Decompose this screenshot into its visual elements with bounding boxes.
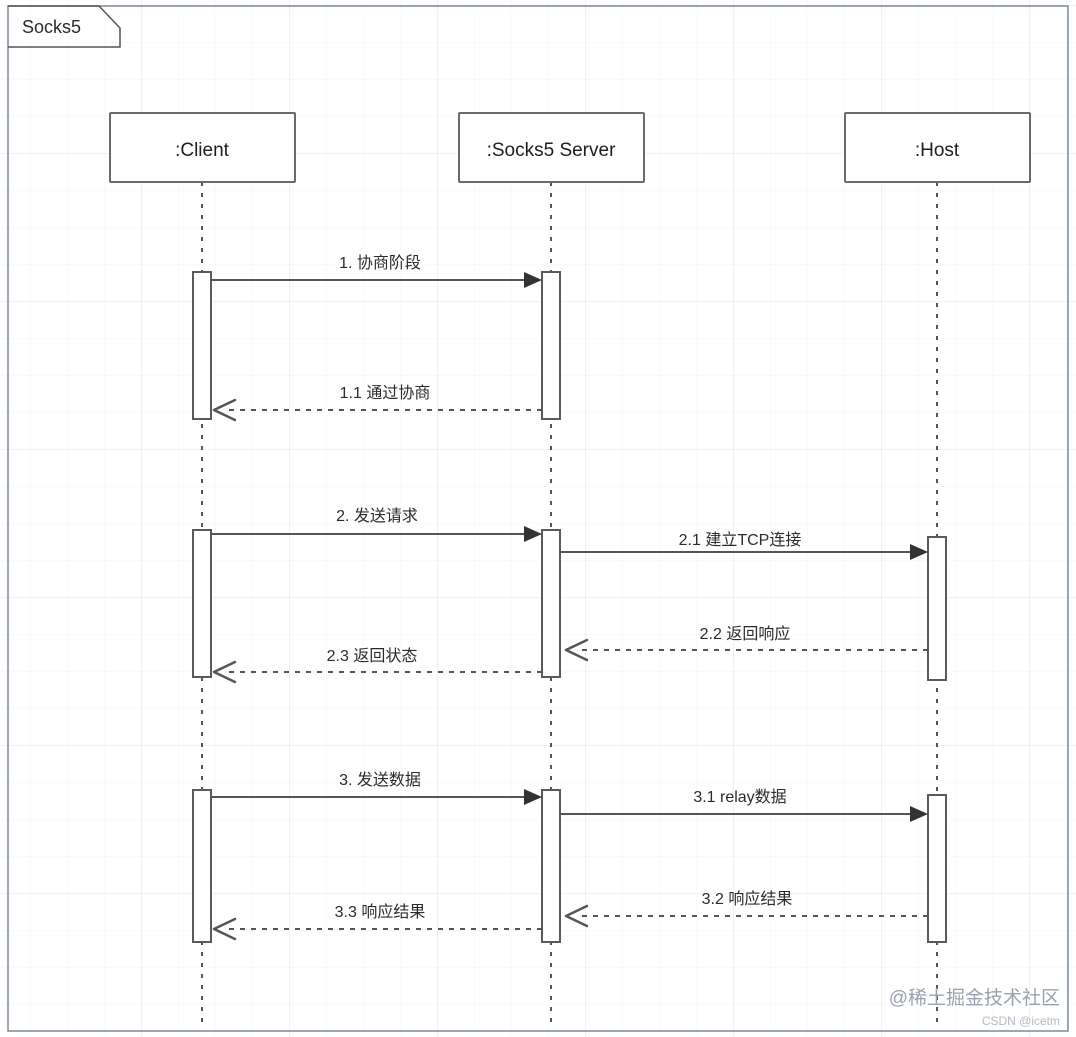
message-2-1-arrowhead-filled-icon bbox=[910, 544, 928, 560]
participant-box-client[interactable] bbox=[109, 112, 296, 183]
message-3-2[interactable]: 3.2 响应结果 bbox=[564, 889, 928, 928]
message-2-2-arrowhead-open-icon bbox=[564, 638, 589, 662]
frame-border bbox=[7, 5, 1069, 1032]
activation-client-1[interactable] bbox=[192, 271, 212, 420]
message-3-1-arrowhead-filled-icon bbox=[910, 806, 928, 822]
activation-client-2[interactable] bbox=[192, 529, 212, 678]
message-3-3-arrowhead-open-icon bbox=[212, 917, 237, 941]
activation-server-1[interactable] bbox=[541, 271, 561, 420]
diagram-frame: Socks5 bbox=[7, 5, 1069, 1032]
frame-label-text: Socks5 bbox=[22, 17, 81, 37]
message-2-arrowhead-filled-icon bbox=[524, 526, 542, 542]
message-3-2-arrowhead-open-icon bbox=[564, 904, 589, 928]
message-2[interactable]: 2. 发送请求 bbox=[211, 507, 542, 542]
frame-label-tab bbox=[8, 5, 121, 48]
message-2-2-label: 2.2 返回响应 bbox=[700, 624, 791, 643]
message-2-3[interactable]: 2.3 返回状态 bbox=[212, 647, 542, 684]
message-2-3-label: 2.3 返回状态 bbox=[327, 647, 418, 665]
participant-box-host[interactable] bbox=[844, 112, 1031, 183]
message-2-2[interactable]: 2.2 返回响应 bbox=[564, 624, 928, 662]
message-3-3[interactable]: 3.3 响应结果 bbox=[212, 902, 542, 941]
message-3-3-label: 3.3 响应结果 bbox=[335, 902, 426, 921]
message-3-2-label: 3.2 响应结果 bbox=[702, 889, 793, 908]
message-3-arrowhead-filled-icon bbox=[524, 789, 542, 805]
message-2-3-arrowhead-open-icon bbox=[212, 660, 237, 684]
activation-host-1[interactable] bbox=[927, 536, 947, 681]
participant-label-host: :Host bbox=[915, 140, 960, 161]
activation-host-2[interactable] bbox=[927, 794, 947, 943]
activation-client-3[interactable] bbox=[192, 789, 212, 943]
message-1-1-arrowhead-open-icon bbox=[212, 398, 237, 422]
activation-server-3[interactable] bbox=[541, 789, 561, 943]
message-3-label: 3. 发送数据 bbox=[339, 771, 421, 789]
activation-bars bbox=[192, 271, 947, 943]
message-1-label: 1. 协商阶段 bbox=[339, 254, 421, 272]
message-1[interactable]: 1. 协商阶段 bbox=[211, 254, 542, 288]
message-2-1-label: 2.1 建立TCP连接 bbox=[679, 531, 802, 549]
message-1-1-label: 1.1 通过协商 bbox=[340, 384, 431, 402]
message-3-1-label: 3.1 relay数据 bbox=[693, 788, 786, 806]
message-2-1[interactable]: 2.1 建立TCP连接 bbox=[560, 531, 928, 560]
watermark-primary: @稀土掘金技术社区 bbox=[889, 987, 1060, 1009]
watermark-secondary: CSDN @icetm bbox=[982, 1014, 1060, 1028]
message-1-1[interactable]: 1.1 通过协商 bbox=[212, 384, 542, 422]
message-1-arrowhead-filled-icon bbox=[524, 272, 542, 288]
participant-label-client: :Client bbox=[175, 140, 230, 161]
participant-server[interactable]: :Socks5 Server bbox=[458, 112, 645, 183]
participant-box-server[interactable] bbox=[458, 112, 645, 183]
lifelines bbox=[201, 182, 938, 1022]
participant-label-server: :Socks5 Server bbox=[487, 140, 616, 161]
message-3[interactable]: 3. 发送数据 bbox=[211, 771, 542, 805]
message-3-1[interactable]: 3.1 relay数据 bbox=[560, 788, 928, 822]
activation-server-2[interactable] bbox=[541, 529, 561, 678]
participant-client[interactable]: :Client bbox=[109, 112, 296, 183]
message-2-label: 2. 发送请求 bbox=[336, 507, 418, 525]
participant-host[interactable]: :Host bbox=[844, 112, 1031, 183]
